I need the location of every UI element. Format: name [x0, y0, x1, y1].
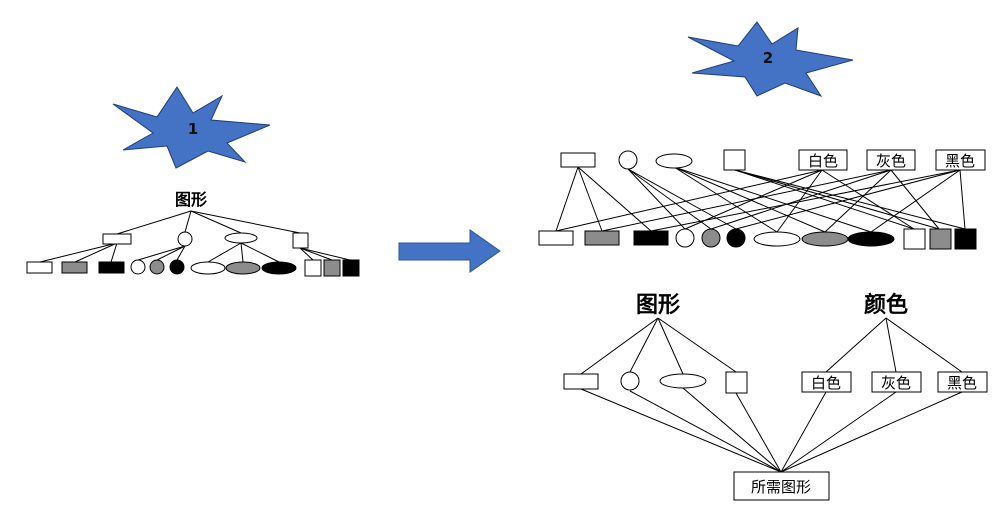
black-circle	[726, 228, 746, 248]
circle-node	[618, 150, 638, 170]
white-rectangle	[538, 230, 574, 246]
color-node-white-box	[798, 149, 848, 171]
ellipse-node	[659, 373, 707, 389]
panel-1-leaf-nodes	[26, 259, 360, 277]
factored-shape-nodes	[563, 371, 748, 394]
white-circle	[675, 228, 695, 248]
star-icon: 1	[112, 86, 271, 169]
gray-rectangle	[584, 230, 620, 246]
panel-2-leaf-nodes	[538, 228, 977, 250]
right-arrow-icon	[398, 229, 501, 273]
color-node-gray-label: 灰色	[881, 374, 911, 392]
color-heading: 颜色	[864, 292, 908, 318]
white-ellipse	[753, 231, 801, 247]
color-node-black-label: 黑色	[947, 374, 977, 392]
star-icon: 2	[687, 21, 854, 97]
panel-2-factored: 图形 颜色 白色	[563, 292, 988, 501]
white-circle	[130, 259, 146, 275]
gray-ellipse	[225, 261, 261, 275]
ellipse-node	[224, 232, 258, 244]
rectangle-node	[563, 373, 599, 390]
color-node-white-box	[801, 371, 852, 393]
badge-2-star	[687, 21, 854, 97]
gray-circle	[701, 228, 721, 248]
color-node-gray-label: 灰色	[876, 152, 906, 170]
badge-1-label: 1	[188, 120, 198, 138]
panel-1-shape-nodes	[102, 231, 309, 249]
gray-circle	[149, 259, 165, 275]
black-rectangle	[98, 261, 125, 274]
black-rectangle	[633, 230, 669, 246]
gray-square	[323, 259, 341, 277]
gray-ellipse	[801, 231, 849, 247]
white-square	[903, 228, 926, 250]
color-node-gray-box	[866, 149, 916, 171]
black-square	[342, 259, 360, 277]
ellipse-node	[655, 153, 693, 169]
white-square	[304, 259, 322, 277]
panel-1: 1 图形	[26, 86, 360, 277]
black-ellipse	[847, 231, 895, 247]
badge-2-label: 2	[763, 49, 773, 67]
color-node-black-label: 黑色	[945, 152, 975, 170]
rectangle-node	[560, 152, 596, 168]
white-rectangle	[26, 261, 53, 274]
gray-rectangle	[61, 261, 88, 274]
factored-color-nodes: 白色 灰色 黑色	[801, 371, 988, 393]
black-ellipse	[261, 261, 297, 275]
color-node-black-box	[937, 371, 988, 393]
result-label: 所需图形	[751, 478, 811, 496]
square-node	[723, 149, 746, 171]
black-circle	[169, 259, 185, 275]
shape-heading: 图形	[636, 293, 680, 318]
gray-square	[929, 228, 952, 250]
panel-2-shape-nodes	[560, 149, 746, 171]
circle-node	[620, 371, 640, 391]
panel-1-edges	[39, 210, 351, 263]
white-ellipse	[190, 261, 226, 275]
color-node-white-label: 白色	[811, 374, 841, 392]
panel-2: 2	[538, 21, 986, 250]
rectangle-node	[102, 233, 132, 245]
panel-2-color-nodes: 白色 灰色 黑色	[798, 149, 986, 171]
square-node	[725, 371, 748, 394]
square-node	[292, 232, 309, 249]
circle-node	[177, 231, 193, 247]
black-square	[954, 228, 977, 250]
color-node-white-label: 白色	[808, 152, 838, 170]
badge-1-star	[112, 86, 271, 169]
factored-edges	[580, 317, 963, 473]
color-node-black-box	[935, 149, 986, 171]
color-node-gray-box	[871, 371, 922, 393]
panel-2-mapping-edges	[555, 166, 966, 233]
panel-1-root-label: 图形	[175, 190, 207, 209]
result-box	[733, 471, 830, 501]
